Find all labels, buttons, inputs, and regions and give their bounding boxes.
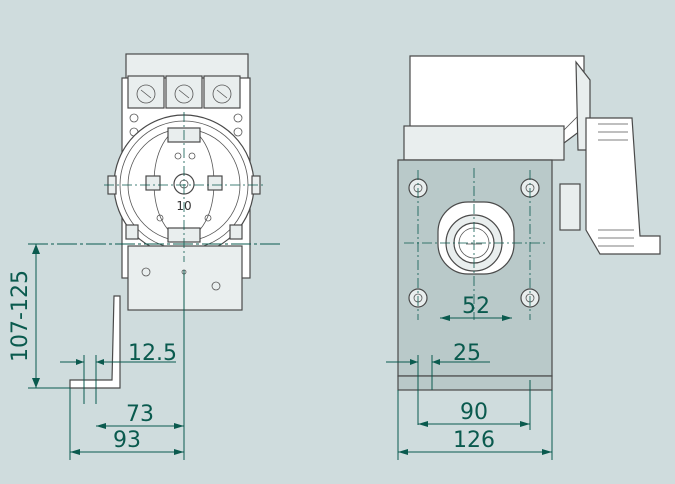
side-module: [585, 117, 661, 255]
dim-width-90: 90: [460, 400, 488, 425]
dim-offset-12-5: 12.5: [128, 341, 177, 366]
central-opening: [437, 201, 515, 275]
dim-width-126: 126: [453, 428, 495, 453]
dim-width-93: 93: [113, 428, 141, 453]
dim-width-73: 73: [126, 402, 154, 427]
dim-height-range: 107-125: [8, 270, 33, 362]
left-bracket: [127, 245, 243, 311]
left-dimensions: 107-125 12.5 73 93: [8, 243, 282, 460]
right-dimensions: 52 25 90 126: [386, 294, 553, 460]
terminal-row: [127, 75, 241, 109]
dim-offset-25: 25: [453, 341, 481, 366]
left-view: 10: [69, 53, 264, 389]
dim-hole-52: 52: [462, 294, 490, 319]
mounting-foot: [69, 295, 121, 389]
right-view: [397, 55, 661, 391]
